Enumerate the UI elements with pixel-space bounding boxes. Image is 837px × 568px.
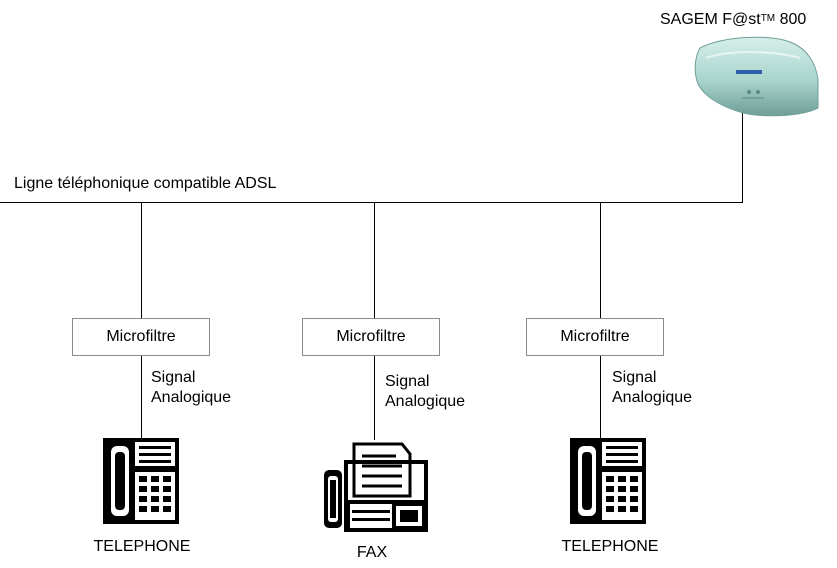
fax-icon	[324, 442, 428, 532]
signal-label-line1: Signal	[151, 369, 196, 386]
telephone-icon	[570, 438, 646, 524]
signal-label-line1: Signal	[385, 373, 430, 390]
microfilter-box: Microfiltre	[526, 318, 664, 356]
trademark-sup: TM	[760, 13, 776, 24]
microfilter-box: Microfiltre	[302, 318, 440, 356]
signal-label-line1: Signal	[612, 369, 657, 386]
adsl-line-label: Ligne téléphonique compatible ADSL	[14, 175, 277, 192]
device-label: TELEPHONE	[93, 538, 191, 555]
signal-label-line2: Analogique	[151, 389, 232, 406]
signal-label: Signal Analogique	[385, 372, 465, 412]
signal-label: Signal Analogique	[612, 368, 692, 408]
device-label: FAX	[356, 544, 388, 561]
modem-model: 800	[775, 11, 807, 28]
device-label: TELEPHONE	[561, 538, 659, 555]
adsl-line	[0, 100, 743, 440]
signal-label-line2: Analogique	[612, 389, 693, 406]
signal-label: Signal Analogique	[151, 368, 231, 408]
microfilter-box: Microfiltre	[72, 318, 210, 356]
modem-label: SAGEM F@stTM 800	[660, 10, 806, 29]
modem-icon	[694, 36, 819, 117]
signal-label-line2: Analogique	[385, 393, 466, 410]
modem-name: SAGEM F@st	[660, 11, 761, 28]
telephone-icon	[103, 438, 179, 524]
